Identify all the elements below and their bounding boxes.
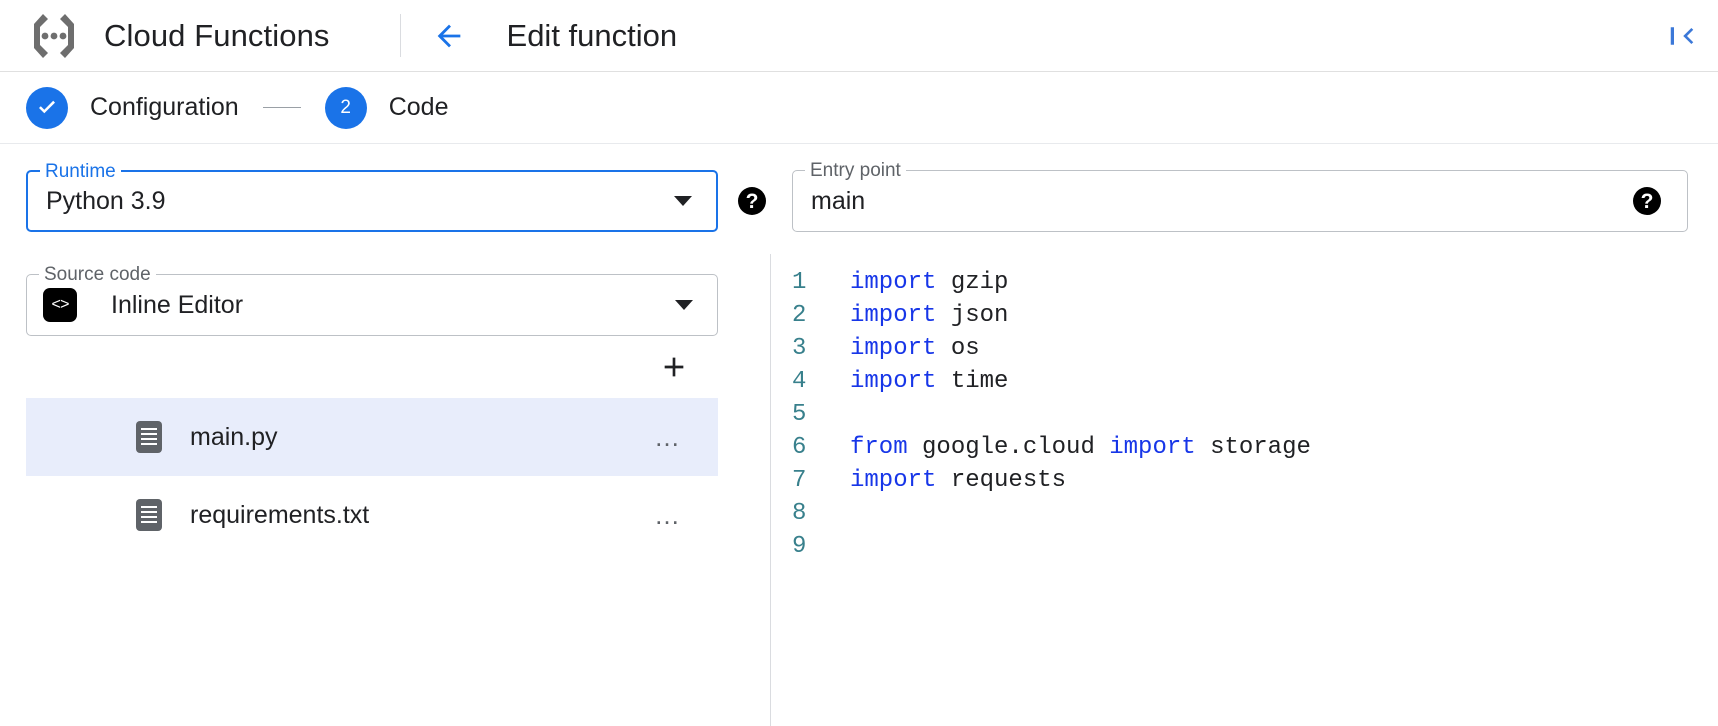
runtime-row: Runtime Python 3.9 ? [26, 161, 766, 232]
header-divider [399, 14, 401, 57]
step-configuration[interactable]: Configuration [26, 86, 239, 129]
code-text: import gzip [850, 269, 1009, 296]
step-configuration-marker [26, 86, 68, 129]
line-number: 4 [792, 368, 807, 395]
source-code-select[interactable]: Source code <> Inline Editor [26, 264, 718, 336]
code-line: 4 import time [792, 365, 1718, 398]
step-code[interactable]: 2 Code [324, 86, 449, 129]
file-icon [136, 499, 162, 531]
entry-point-label: Entry point [805, 160, 906, 182]
cloud-functions-logo-icon [26, 8, 82, 64]
code-line: 6 from google.cloud import storage [792, 431, 1718, 464]
file-row-requirements-txt[interactable]: requirements.txt … [26, 476, 718, 554]
runtime-label: Runtime [40, 161, 121, 183]
line-number: 8 [792, 500, 807, 527]
line-number: 2 [792, 302, 807, 329]
code-brackets-icon: <> [43, 288, 77, 322]
plus-icon [664, 357, 684, 377]
entry-point-wrap: Entry point main ? [770, 144, 1718, 232]
code-text: import time [850, 368, 1009, 395]
runtime-value: Python 3.9 [46, 186, 166, 215]
line-number: 7 [792, 467, 807, 494]
line-number: 3 [792, 335, 807, 362]
source-code-block: Source code <> Inline Editor [26, 264, 718, 336]
code-editor[interactable]: 1 import gzip 2 import json 3 import os 4 impor… [770, 266, 1718, 563]
file-row-main-py[interactable]: main.py … [26, 398, 718, 476]
code-line: 8 [792, 497, 1718, 530]
chevron-down-icon [674, 196, 692, 206]
line-number: 6 [792, 434, 807, 461]
chevron-down-icon [675, 300, 693, 310]
file-name: requirements.txt [190, 500, 370, 529]
back-button[interactable] [425, 12, 473, 60]
code-text: import os [850, 335, 980, 362]
code-text [850, 497, 864, 530]
file-list: main.py … requirements.txt … [26, 398, 718, 554]
file-icon [136, 421, 162, 453]
step-configuration-label: Configuration [90, 93, 239, 121]
code-line: 9 [792, 530, 1718, 563]
code-text: import requests [850, 467, 1067, 494]
check-icon [39, 100, 55, 113]
source-code-label: Source code [39, 264, 156, 286]
line-number: 5 [792, 401, 807, 428]
page-body: Runtime Python 3.9 ? Source code <> Inli… [0, 144, 1718, 726]
file-overflow-menu-button[interactable]: … [654, 500, 682, 530]
page-title: Edit function [506, 17, 678, 53]
brand: Cloud Functions [0, 8, 330, 64]
code-text: import json [850, 302, 1009, 329]
runtime-select[interactable]: Runtime Python 3.9 [26, 161, 718, 232]
arrow-left-icon [437, 24, 460, 47]
step-code-label: Code [388, 93, 449, 121]
code-line: 7 import requests [792, 464, 1718, 497]
editor-divider [770, 254, 771, 726]
code-line: 1 import gzip [792, 266, 1718, 299]
code-text: from google.cloud import storage [850, 434, 1311, 461]
file-name: main.py [190, 422, 278, 451]
code-text [850, 398, 864, 431]
code-line: 5 [792, 398, 1718, 431]
add-file-row [26, 336, 718, 398]
step-connector [262, 106, 301, 109]
stepper: Configuration 2 Code [0, 72, 1718, 144]
right-panel: Entry point main ? 1 import gzip 2 import j… [770, 144, 1718, 726]
brand-title: Cloud Functions [104, 17, 330, 53]
entry-point-help-icon[interactable]: ? [1633, 187, 1661, 215]
code-line: 3 import os [792, 332, 1718, 365]
code-line: 2 import json [792, 299, 1718, 332]
line-number: 1 [792, 269, 807, 296]
collapse-panel-button[interactable] [1660, 14, 1704, 58]
entry-point-input[interactable]: Entry point main ? [792, 160, 1688, 232]
line-number: 9 [792, 533, 807, 560]
runtime-help-icon[interactable]: ? [738, 187, 766, 215]
add-file-button[interactable] [652, 345, 696, 389]
entry-point-value: main [811, 186, 866, 215]
left-panel: Runtime Python 3.9 ? Source code <> Inli… [0, 144, 770, 726]
code-text [850, 530, 864, 563]
collapse-panel-icon [1670, 26, 1694, 45]
source-code-value: Inline Editor [111, 290, 244, 319]
step-code-marker: 2 [324, 86, 367, 129]
file-overflow-menu-button[interactable]: … [654, 422, 682, 452]
app-header: Cloud Functions Edit function [0, 0, 1718, 72]
